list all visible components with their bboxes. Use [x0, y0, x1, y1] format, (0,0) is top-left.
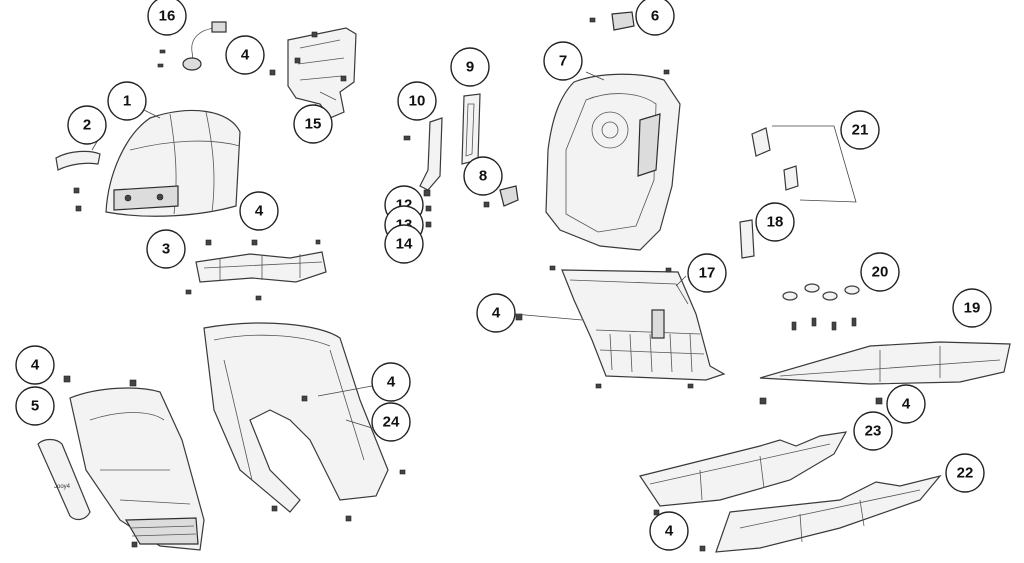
svg-text:9: 9: [466, 59, 474, 76]
part-8-clip: [499, 185, 519, 207]
svg-text:23: 23: [865, 423, 882, 440]
part-6-latch: [611, 11, 635, 31]
callout-4-top: 4: [225, 35, 265, 75]
callout-19: 19: [952, 288, 992, 328]
part-15-bracket: [287, 27, 357, 119]
callout-21: 21: [840, 110, 880, 150]
part-24-front-fender: [203, 322, 389, 513]
part-1-front-cover: [105, 109, 241, 217]
callout-4-cover: 4: [239, 191, 279, 231]
svg-text:8: 8: [479, 168, 487, 185]
svg-text:21: 21: [852, 122, 869, 139]
part-21-switches: [751, 125, 857, 203]
svg-text:14: 14: [396, 236, 413, 253]
svg-text:2: 2: [83, 117, 91, 134]
callout-5: 5: [15, 386, 55, 426]
callout-23: 23: [853, 411, 893, 451]
svg-text:7: 7: [559, 53, 567, 70]
svg-text:15: 15: [305, 116, 322, 133]
callout-4-fender: 4: [371, 362, 411, 402]
svg-text:10: 10: [409, 93, 426, 110]
callout-3: 3: [146, 229, 186, 269]
part-17-floor-tray: [561, 269, 726, 381]
sticker-text: Jooy4: [54, 484, 71, 490]
svg-text:4: 4: [255, 203, 264, 220]
part-10-stay: [419, 117, 443, 228]
svg-text:1: 1: [123, 93, 131, 110]
callout-16: 16: [147, 0, 187, 36]
callout-22: 22: [945, 453, 985, 493]
part-2-emblem: [55, 150, 101, 171]
part-19-side-panel: [759, 341, 1011, 385]
svg-text:17: 17: [699, 265, 716, 282]
callout-17: 17: [687, 253, 727, 293]
callout-4-left: 4: [15, 345, 55, 385]
callout-1: 1: [107, 81, 147, 121]
callout-10: 10: [397, 81, 437, 121]
part-9-strip: [461, 93, 481, 165]
callout-24: 24: [371, 402, 411, 442]
svg-text:4: 4: [492, 305, 501, 322]
callout-20: 20: [860, 252, 900, 292]
callout-6: 6: [635, 0, 675, 36]
callout-2: 2: [67, 105, 107, 145]
callout-4-bottom: 4: [649, 511, 689, 551]
callout-9: 9: [450, 47, 490, 87]
svg-text:4: 4: [902, 396, 911, 413]
part-20-caps: [782, 283, 860, 331]
callout-18: 18: [755, 202, 795, 242]
part-7-inner-panel: [545, 73, 681, 251]
svg-text:16: 16: [159, 8, 176, 25]
part-5-leg-shield: [69, 387, 205, 551]
svg-text:18: 18: [767, 214, 784, 231]
part-sticker: Jooy4: [37, 438, 91, 521]
part-22-lower-panel: [715, 474, 942, 553]
svg-text:19: 19: [964, 300, 981, 317]
svg-text:20: 20: [872, 264, 889, 281]
svg-text:6: 6: [651, 8, 659, 25]
part-23-floor-panel: [639, 431, 848, 507]
part-3-bracket: [195, 251, 327, 283]
part-18-plate: [739, 219, 755, 259]
svg-text:5: 5: [31, 398, 39, 415]
svg-text:4: 4: [241, 47, 250, 64]
callout-15: 15: [293, 104, 333, 144]
part-16-connector: [182, 21, 227, 71]
callout-8: 8: [463, 156, 503, 196]
fastener-screws: [63, 17, 883, 552]
svg-text:24: 24: [383, 414, 400, 431]
callout-14: 14: [384, 224, 424, 264]
svg-text:3: 3: [162, 241, 170, 258]
callout-7: 7: [543, 41, 583, 81]
svg-text:4: 4: [387, 374, 396, 391]
svg-text:22: 22: [957, 465, 974, 482]
svg-text:4: 4: [31, 357, 40, 374]
svg-text:4: 4: [665, 523, 674, 540]
callout-4-side: 4: [886, 384, 926, 424]
callout-4-tray: 4: [476, 293, 516, 333]
